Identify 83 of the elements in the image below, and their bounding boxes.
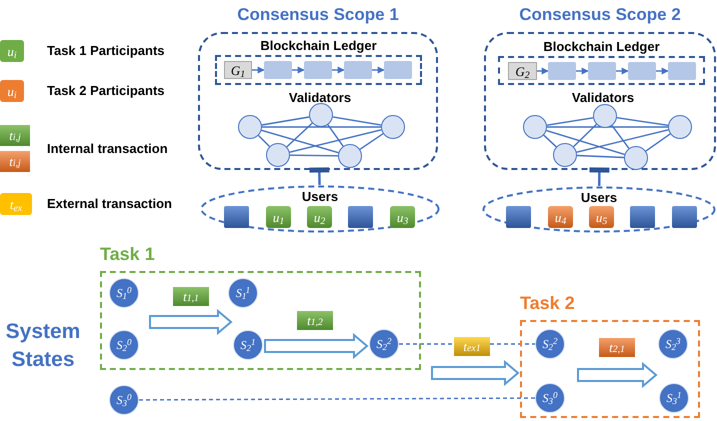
- group-heading: Users: [580, 191, 618, 204]
- user-block: [672, 206, 697, 228]
- ledger-heading: Blockchain Ledger: [259, 39, 378, 52]
- validator-node: [238, 115, 262, 139]
- connector-line: [262, 116, 310, 126]
- validator-node: [523, 115, 547, 139]
- user-block: u$_{5}$: [589, 206, 614, 228]
- connector-line: [290, 154, 338, 157]
- genesis-block: G$_{2}$: [508, 62, 537, 80]
- task-title: Task 1: [100, 245, 155, 263]
- connector-line: [612, 125, 630, 149]
- user-block: [506, 206, 531, 228]
- connector-line: [286, 122, 313, 148]
- swatch-label: t$_{ex}$: [10, 198, 22, 210]
- arrow: [537, 68, 549, 74]
- legend-text: Internal transaction: [47, 142, 168, 155]
- connector-line: [332, 116, 382, 126]
- legend-text: External transaction: [47, 197, 172, 210]
- connector-line: [290, 129, 382, 153]
- connector-line: [543, 134, 557, 148]
- validator-node: [309, 103, 333, 127]
- ledger-block: [548, 62, 576, 80]
- group-heading: Users: [300, 190, 340, 203]
- connector-line: [616, 117, 668, 126]
- validators-heading: Validators: [570, 91, 636, 104]
- validator-node: [381, 115, 405, 139]
- validators-heading: Validators: [288, 91, 352, 104]
- user-block: [630, 206, 655, 228]
- dashed-line: [139, 397, 535, 401]
- connector-line: [546, 130, 625, 156]
- swatch-label: u$_{i}$: [7, 44, 17, 58]
- validator-node: [338, 144, 362, 168]
- block-arrow: [149, 308, 233, 336]
- arrow: [656, 68, 669, 74]
- connector-line: [547, 126, 668, 128]
- connector-line: [573, 124, 597, 148]
- validator-node: [593, 104, 617, 128]
- ledger-block: [588, 62, 616, 80]
- connector-line: [258, 135, 270, 147]
- ledger-block: [384, 61, 412, 79]
- connector-line: [576, 154, 624, 158]
- task-title: Task 2: [520, 294, 575, 312]
- user-block: [224, 206, 249, 228]
- connector-line: [645, 133, 671, 152]
- user-block: u$_{1}$: [266, 206, 291, 228]
- block-arrow: [577, 362, 658, 388]
- arrow: [332, 66, 345, 74]
- connector-line: [360, 133, 384, 150]
- validator-node: [668, 115, 692, 139]
- ledger-block: [344, 61, 372, 79]
- scope-title: Consensus Scope 2: [518, 6, 682, 23]
- block-arrow: [264, 332, 369, 360]
- swatch-label: u$_{i}$: [7, 84, 17, 98]
- connector-line: [261, 130, 339, 154]
- connector-line: [576, 129, 668, 153]
- ledger-block: [264, 61, 292, 79]
- arrow: [616, 68, 629, 74]
- ledger-block: [668, 62, 696, 80]
- genesis-block: G$_{1}$: [224, 61, 252, 79]
- scope-title: Consensus Scope 1: [236, 6, 400, 23]
- validator-node: [553, 143, 577, 167]
- arrow: [292, 66, 305, 74]
- section-title: System States: [4, 319, 82, 373]
- connector-line: [262, 126, 381, 128]
- connector-line: [586, 167, 612, 186]
- block-arrow: [431, 360, 520, 386]
- connector-line: [306, 167, 332, 186]
- legend-text: Task 1 Participants: [47, 44, 165, 57]
- connector-line: [327, 124, 344, 147]
- legend-text: Task 2 Participants: [47, 84, 165, 97]
- user-block: u$_{2}$: [307, 206, 332, 228]
- ledger-heading: Blockchain Ledger: [542, 40, 661, 53]
- validator-node: [624, 146, 648, 170]
- connector-line: [546, 117, 594, 126]
- user-block: [348, 206, 373, 228]
- ledger-block: [628, 62, 656, 80]
- user-block: u$_{4}$: [548, 206, 573, 228]
- arrow: [372, 66, 385, 74]
- ledger-block: [304, 61, 332, 79]
- validator-node: [266, 143, 290, 167]
- arrow: [252, 66, 265, 74]
- user-block: u$_{3}$: [390, 206, 415, 228]
- arrow: [576, 68, 589, 74]
